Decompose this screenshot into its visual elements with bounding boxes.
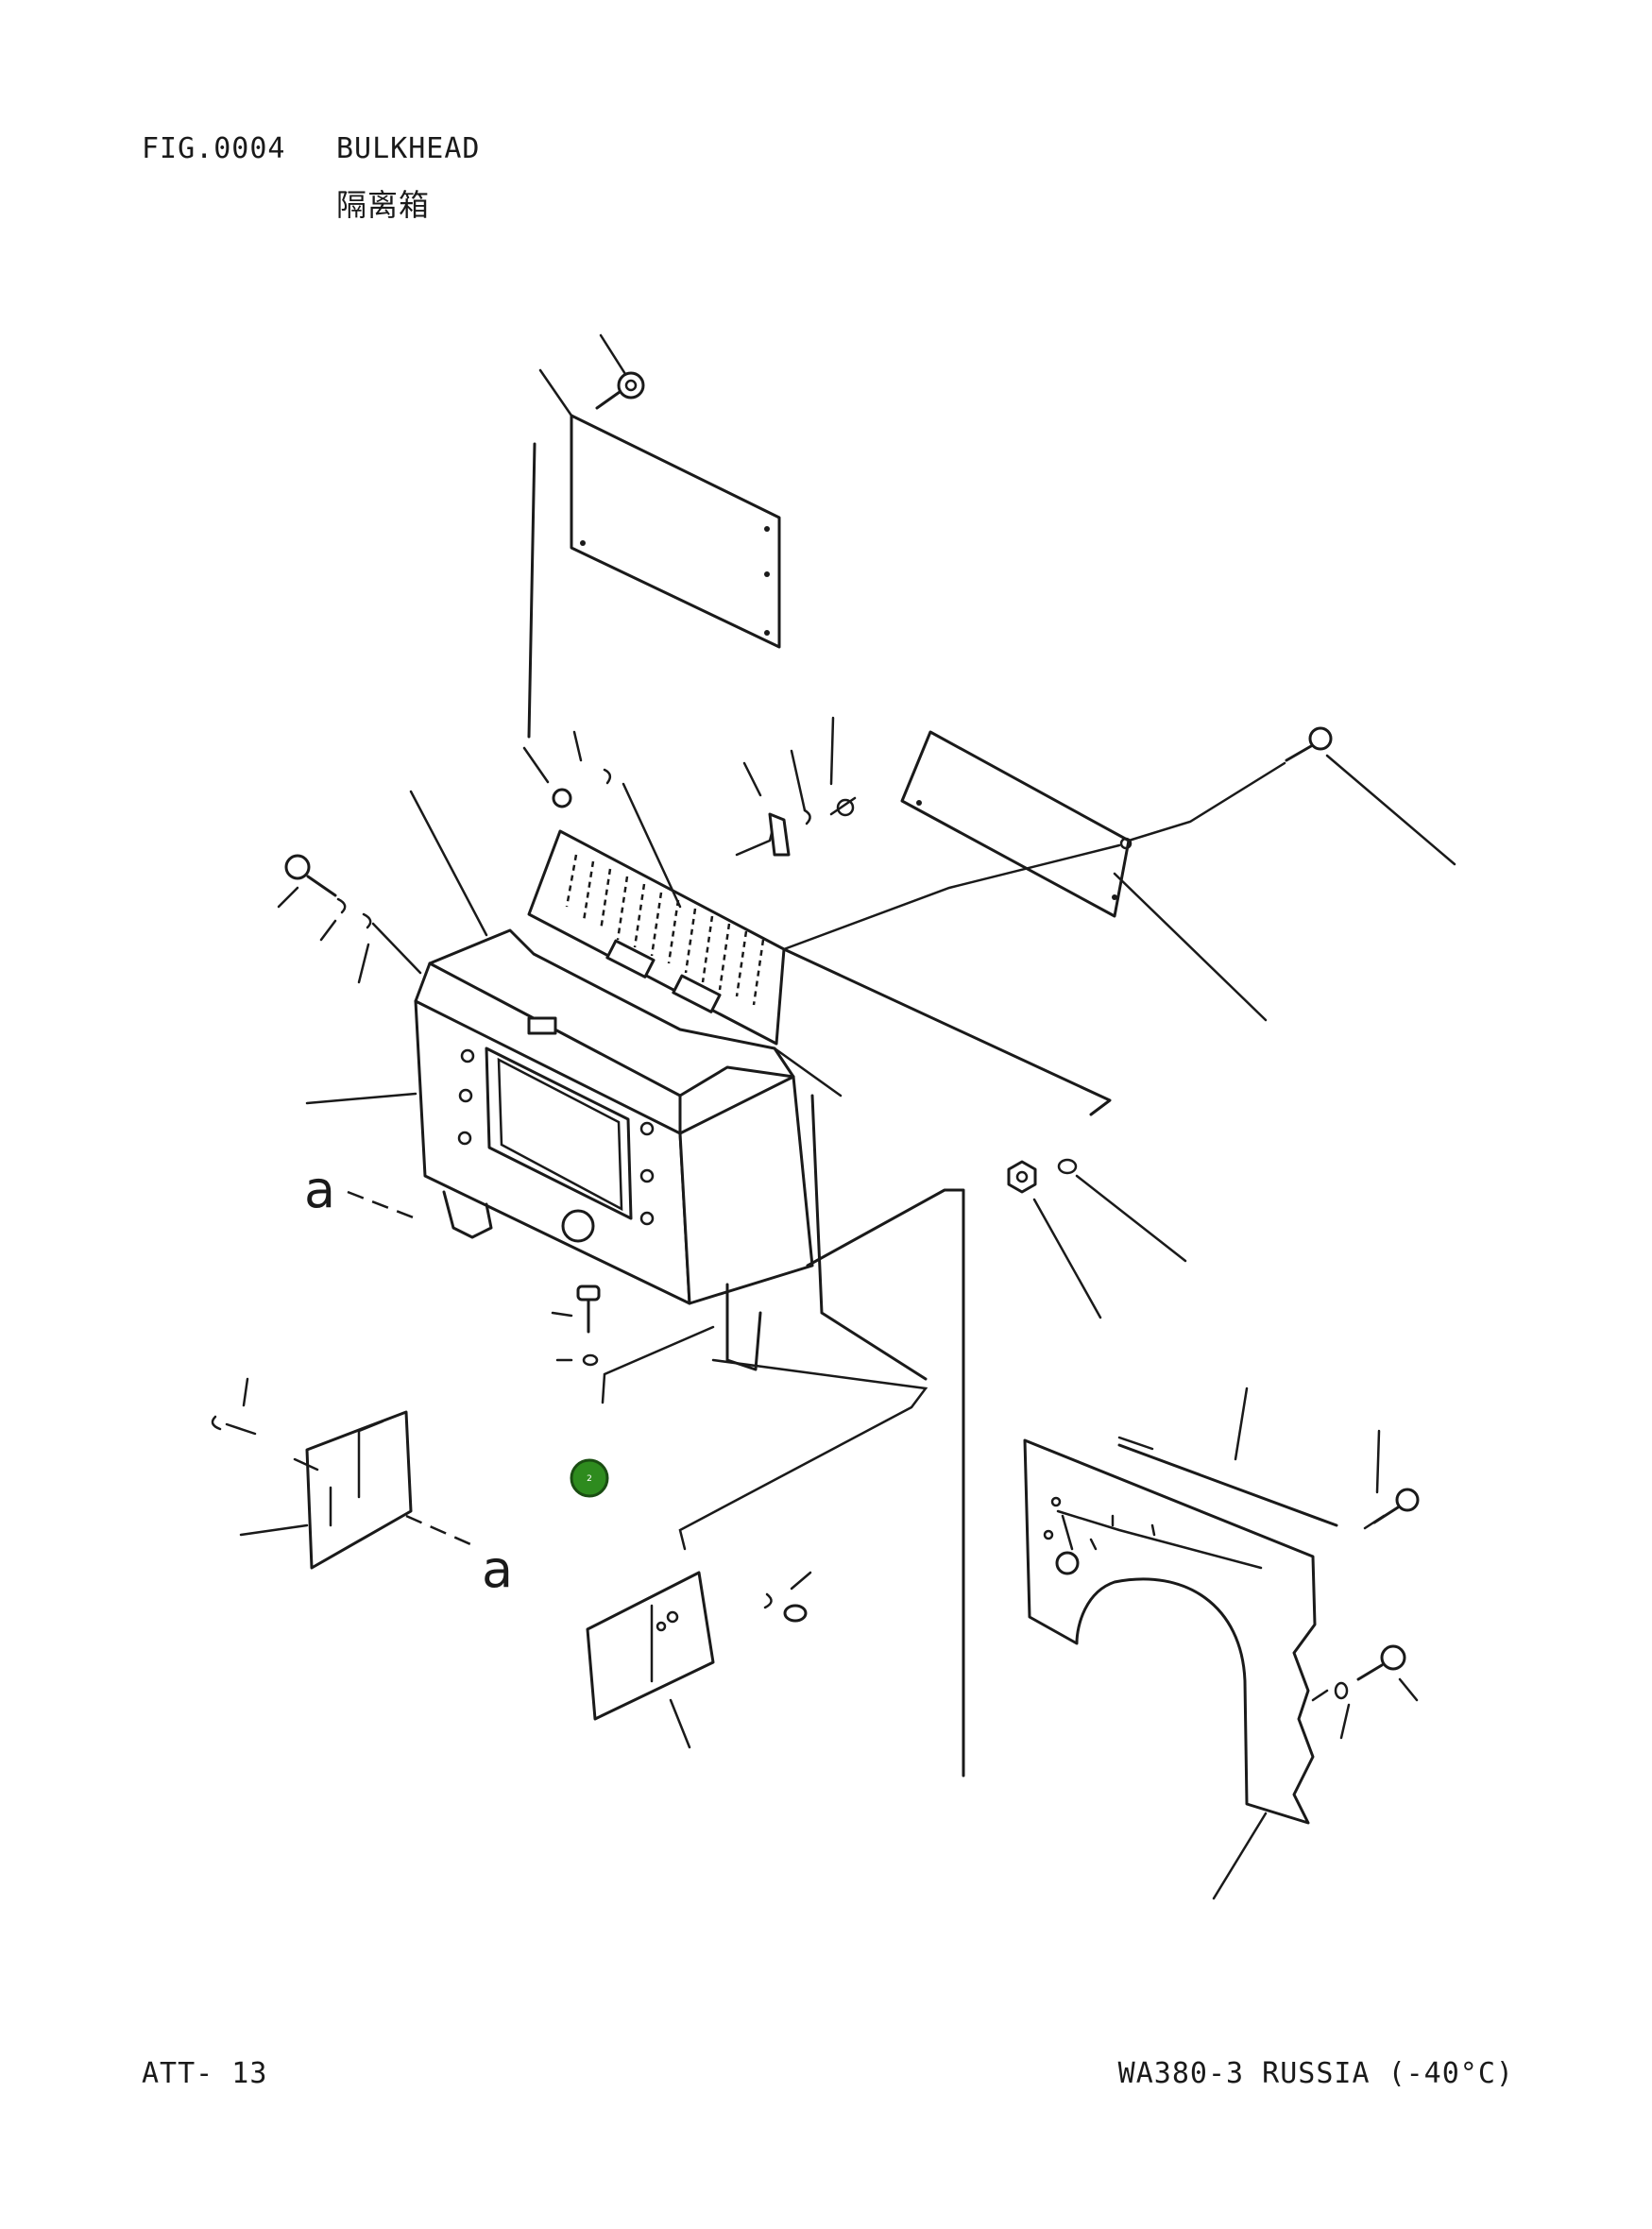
top-hardware-icon: [522, 716, 857, 857]
right-cover-plate: [900, 730, 1133, 918]
frame-line: [782, 947, 1112, 1116]
callout-letter-a-bottom: a: [482, 1540, 513, 1599]
leader-line: [773, 1046, 843, 1097]
callout-dashed-line: [347, 1190, 417, 1220]
leader-line: [735, 820, 776, 857]
model-reference: WA380-3 RUSSIA (-40°C): [1117, 2057, 1514, 2090]
top-cover-bolt-icon: [595, 333, 645, 410]
nut-washer-icon: [1007, 1158, 1187, 1319]
grille-lid: [527, 829, 786, 1046]
leader-line: [1113, 872, 1268, 1022]
left-bracket-plate: [305, 1410, 413, 1570]
frame-line: [806, 1188, 965, 1778]
item-marker[interactable]: 2: [570, 1458, 609, 1498]
leader-line: [538, 368, 573, 417]
callout-dashed-line: [405, 1514, 478, 1549]
fender-bolt-upper-icon: [1363, 1429, 1420, 1530]
item-marker-label: 2: [587, 1474, 592, 1484]
leader-line: [1212, 1812, 1268, 1900]
leader-line: [601, 1325, 715, 1404]
left-bracket-screw-icon: [211, 1377, 319, 1472]
fender-rod-icon: [1117, 1387, 1338, 1527]
leader-line: [409, 790, 488, 937]
figure-title: BULKHEAD: [336, 132, 481, 165]
figure-title-chinese: 隔离箱: [336, 187, 431, 223]
bulkhead-box: [414, 928, 814, 1371]
leader-line: [1127, 761, 1286, 842]
page-reference: ATT- 13: [142, 2057, 268, 2090]
leader-line: [239, 1523, 309, 1537]
frame-line: [678, 1358, 928, 1551]
bottom-bolt-icon: [551, 1285, 601, 1367]
frame-line: [810, 1094, 928, 1381]
callout-letter-a-left: a: [304, 1160, 335, 1219]
figure-number: FIG.0004: [142, 132, 286, 165]
frame-line: [527, 442, 536, 739]
right-fender-panel: [1023, 1438, 1317, 1825]
right-plate-bolt-icon: [1285, 726, 1456, 866]
leader-line: [305, 1092, 417, 1105]
left-bolt-icon: [277, 854, 422, 984]
leader-line: [622, 782, 682, 909]
top-cover-plate: [570, 414, 781, 649]
leader-line: [782, 843, 1121, 951]
leader-line: [669, 1698, 691, 1749]
center-bracket-plate: [586, 1571, 715, 1721]
center-bracket-screw-icon: [763, 1571, 812, 1623]
fender-bolt-lower-icon: [1311, 1644, 1419, 1740]
